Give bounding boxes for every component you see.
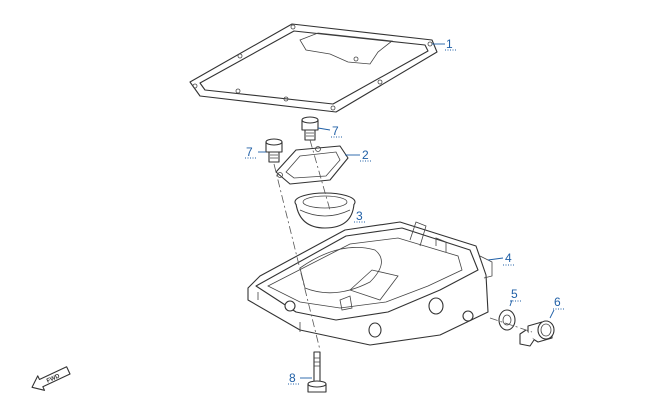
- washer-part-5[interactable]: [498, 309, 516, 331]
- callout-6[interactable]: 6: [554, 295, 561, 309]
- callout-2[interactable]: 2: [362, 148, 369, 162]
- fwd-arrow-icon: FWD: [31, 366, 71, 391]
- callout-4[interactable]: 4: [505, 251, 512, 265]
- bolt-part-7-left[interactable]: [265, 138, 283, 163]
- gasket-plate-part-2[interactable]: [275, 145, 349, 185]
- callout-labels: 1 2 3 4 5 6 7 7 8: [246, 37, 561, 385]
- gasket-part-1[interactable]: [189, 23, 438, 113]
- callout-3[interactable]: 3: [356, 209, 363, 223]
- callout-7-left[interactable]: 7: [246, 145, 253, 159]
- leader-lines: [245, 43, 565, 385]
- assembly-axis-lines: [273, 139, 533, 351]
- callout-7-upper[interactable]: 7: [332, 124, 339, 138]
- callout-5[interactable]: 5: [511, 287, 518, 301]
- bolt-part-7-upper[interactable]: [301, 116, 319, 141]
- oil-strainer-part-3[interactable]: [294, 192, 356, 229]
- callout-1[interactable]: 1: [446, 37, 453, 51]
- drain-plug-part-6[interactable]: [519, 320, 555, 347]
- fwd-label: FWD: [46, 373, 62, 384]
- bolt-part-8[interactable]: [307, 351, 327, 393]
- callout-8[interactable]: 8: [289, 371, 296, 385]
- oil-pan-part-4[interactable]: [247, 221, 493, 346]
